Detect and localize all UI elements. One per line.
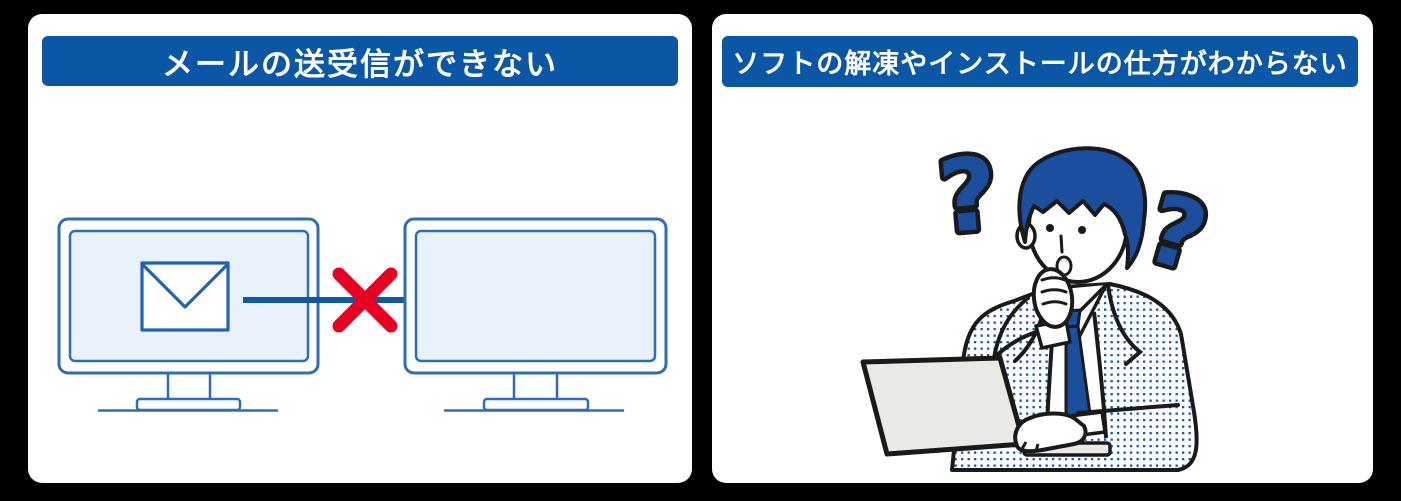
question-mark-left-icon: ?	[934, 135, 1002, 257]
software-panel-title-bar: ソフトの解凍やインストールの仕方がわからない	[722, 36, 1358, 87]
hair	[1017, 146, 1148, 270]
email-blocked-illustration	[57, 217, 668, 412]
nose	[1059, 234, 1064, 254]
left-eye	[1046, 224, 1054, 232]
question-mark-right-icon: ?	[1135, 173, 1218, 294]
right-eye	[1078, 226, 1086, 234]
email-trouble-panel: メールの送受信ができない	[28, 14, 692, 483]
receiver-monitor-icon	[403, 217, 668, 412]
thinking-hand	[992, 267, 1075, 360]
head	[1015, 146, 1148, 284]
email-panel-title: メールの送受信ができない	[162, 46, 558, 82]
typing-hand	[1013, 410, 1107, 454]
email-panel-title-bar: メールの送受信ができない	[42, 36, 678, 86]
email-envelope-icon	[140, 261, 230, 332]
blocked-cross-icon	[332, 267, 398, 333]
person-figure: ? ?	[860, 130, 1223, 472]
confused-person-illustration: ? ?	[860, 130, 1223, 472]
software-trouble-panel: ソフトの解凍やインストールの仕方がわからない	[712, 14, 1373, 483]
software-panel-title: ソフトの解凍やインストールの仕方がわからない	[732, 49, 1348, 79]
